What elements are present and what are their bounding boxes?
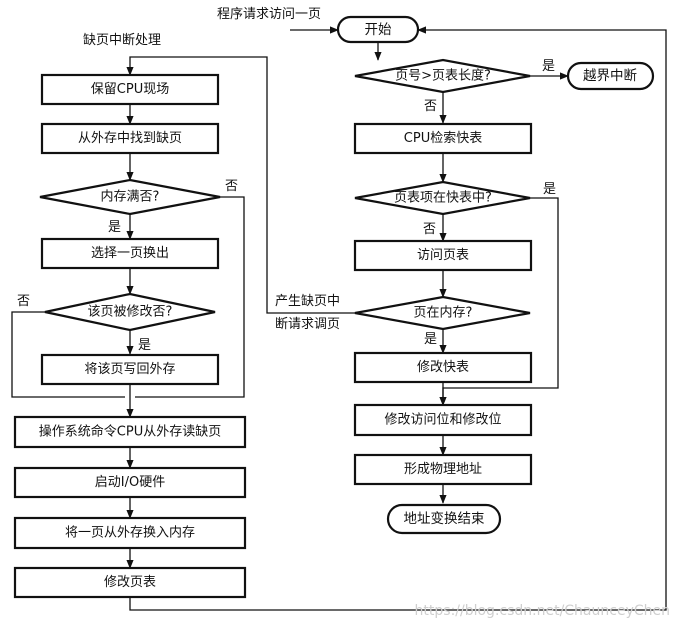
- start-node: 开始: [336, 15, 420, 44]
- find-page-external-box: 从外存中找到缺页: [40, 122, 220, 155]
- in-memory-check-decision: 页在内存?: [354, 295, 531, 331]
- end-node: 地址变换结束: [386, 503, 502, 535]
- access-page-table-box: 访问页表: [353, 239, 533, 272]
- select-page-swap-label: 选择一页换出: [91, 246, 169, 261]
- generate-fault-label-line1: 产生缺页中: [275, 294, 340, 309]
- save-cpu-state-label: 保留CPU现场: [91, 82, 169, 97]
- in-memory-check-label: 页在内存?: [414, 305, 473, 321]
- edge-memfull-no: [135, 196, 245, 398]
- modify-page-table-box: 修改页表: [13, 566, 247, 599]
- in-tlb-check-decision: 页表项在快表中?: [354, 180, 531, 216]
- memory-full-yes-label: 是: [108, 220, 121, 235]
- start-label: 开始: [365, 22, 392, 38]
- find-page-external-label: 从外存中找到缺页: [78, 131, 182, 146]
- watermark: https://blog.csdn.net/ChaunceyChen: [415, 603, 670, 619]
- edge-modified-no: [11, 311, 125, 398]
- page-modified-yes-label: 是: [138, 338, 151, 353]
- program-request-label: 程序请求访问一页: [217, 7, 321, 22]
- page-fault-handling-label: 缺页中断处理: [83, 33, 161, 48]
- write-back-box: 将该页写回外存: [40, 353, 220, 386]
- out-of-bounds-label: 越界中断: [583, 68, 637, 84]
- page-number-check-label: 页号>页表长度?: [395, 68, 491, 84]
- os-command-read-label: 操作系统命令CPU从外存读缺页: [39, 424, 221, 440]
- out-of-bounds-node: 越界中断: [566, 61, 655, 91]
- save-cpu-state-box: 保留CPU现场: [40, 73, 220, 106]
- write-back-label: 将该页写回外存: [84, 362, 175, 377]
- cpu-search-tlb-label: CPU检索快表: [404, 131, 482, 146]
- page-number-check-decision: 页号>页表长度?: [354, 58, 531, 94]
- in-tlb-no-label: 否: [423, 222, 436, 237]
- modify-bits-label: 修改访问位和修改位: [384, 413, 501, 428]
- os-command-read-box: 操作系统命令CPU从外存读缺页: [13, 415, 247, 449]
- modify-tlb-label: 修改快表: [417, 360, 469, 375]
- page-number-no-label: 否: [424, 99, 437, 114]
- start-io-label: 启动I/O硬件: [95, 475, 165, 490]
- form-physical-address-label: 形成物理地址: [404, 462, 482, 477]
- page-number-yes-label: 是: [542, 59, 555, 74]
- memory-full-check-decision: 内存满否?: [39, 178, 221, 216]
- end-label: 地址变换结束: [404, 511, 485, 527]
- form-physical-address-box: 形成物理地址: [353, 453, 533, 486]
- edges: [11, 26, 667, 611]
- memory-full-check-label: 内存满否?: [101, 189, 160, 205]
- in-tlb-check-label: 页表项在快表中?: [394, 191, 492, 206]
- swap-in-box: 将一页从外存换入内存: [13, 516, 247, 550]
- cpu-search-tlb-box: CPU检索快表: [353, 122, 533, 155]
- in-memory-yes-label: 是: [424, 332, 437, 347]
- page-modified-check-label: 该页被修改否?: [88, 305, 173, 320]
- page-modified-check-decision: 该页被修改否?: [44, 292, 216, 332]
- edge-modpt-to-start: [129, 26, 667, 611]
- generate-fault-label-line2: 断请求调页: [275, 317, 340, 332]
- modify-tlb-box: 修改快表: [353, 351, 533, 384]
- in-tlb-yes-label: 是: [543, 182, 556, 197]
- modify-bits-box: 修改访问位和修改位: [353, 403, 533, 437]
- start-io-box: 启动I/O硬件: [13, 466, 247, 499]
- page-modified-no-label: 否: [17, 294, 30, 309]
- swap-in-label: 将一页从外存换入内存: [65, 525, 195, 541]
- modify-page-table-label: 修改页表: [104, 575, 156, 590]
- select-page-swap-box: 选择一页换出: [40, 237, 220, 270]
- memory-full-no-label: 否: [225, 179, 238, 194]
- access-page-table-label: 访问页表: [417, 248, 469, 263]
- edge-inmem-no: [126, 56, 355, 314]
